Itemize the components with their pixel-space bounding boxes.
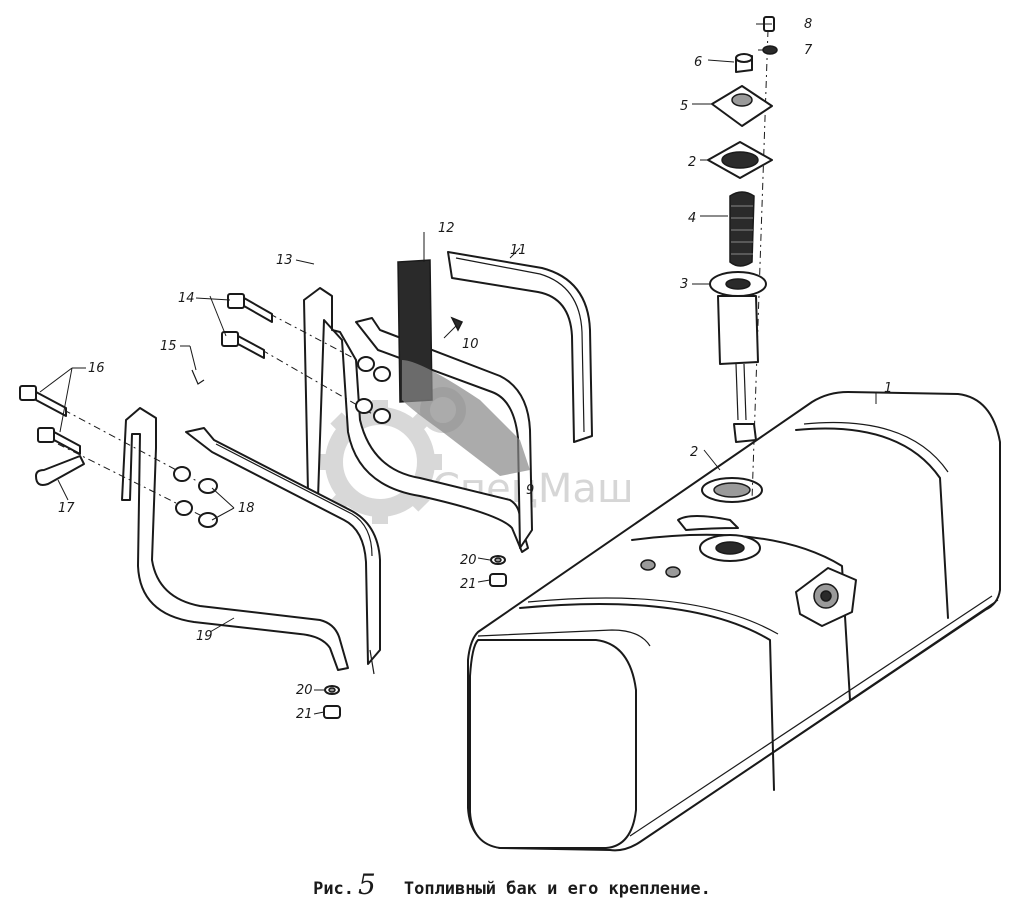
callout-16: 16 [88,361,105,376]
callout-18: 18 [238,501,255,516]
filler-filter-stack [707,16,778,501]
figure-caption: Рис.5 Топливный бак и его крепление. [0,868,1024,901]
fuel-tank [467,391,1001,852]
callout-5: 5 [680,99,688,114]
callout-9: 9 [526,483,534,498]
callout-11: 11 [510,243,527,258]
callout-1: 1 [884,381,892,396]
figure-number: 5 [358,868,376,901]
front-bracket [121,407,381,675]
rear-bracket [303,251,593,553]
callout-14: 14 [178,291,195,306]
callout-3: 3 [680,277,688,292]
callout-20-upper: 20 [460,553,477,568]
callout-6: 6 [694,55,702,70]
callout-13: 13 [276,253,293,268]
callout-20-lower: 20 [296,683,313,698]
callout-10: 10 [462,337,479,352]
callout-19: 19 [196,629,213,644]
callout-21-lower: 21 [296,707,313,722]
callout-2-lower: 2 [690,445,698,460]
callout-2-upper: 2 [688,155,696,170]
caption-prefix: Рис. [313,879,355,899]
callout-8: 8 [804,17,812,32]
fasteners [19,293,507,719]
figure-title: Топливный бак и его крепление. [403,879,711,899]
callout-17: 17 [58,501,75,516]
callout-12: 12 [438,221,455,236]
callout-15: 15 [160,339,177,354]
callout-4: 4 [688,211,696,226]
callout-labels: 1 2 2 3 4 5 6 7 8 9 10 11 12 13 14 15 16… [58,17,892,722]
level-sender [795,567,857,627]
callout-7: 7 [804,43,813,58]
leader-lines [39,23,877,715]
callout-21-upper: 21 [460,577,477,592]
